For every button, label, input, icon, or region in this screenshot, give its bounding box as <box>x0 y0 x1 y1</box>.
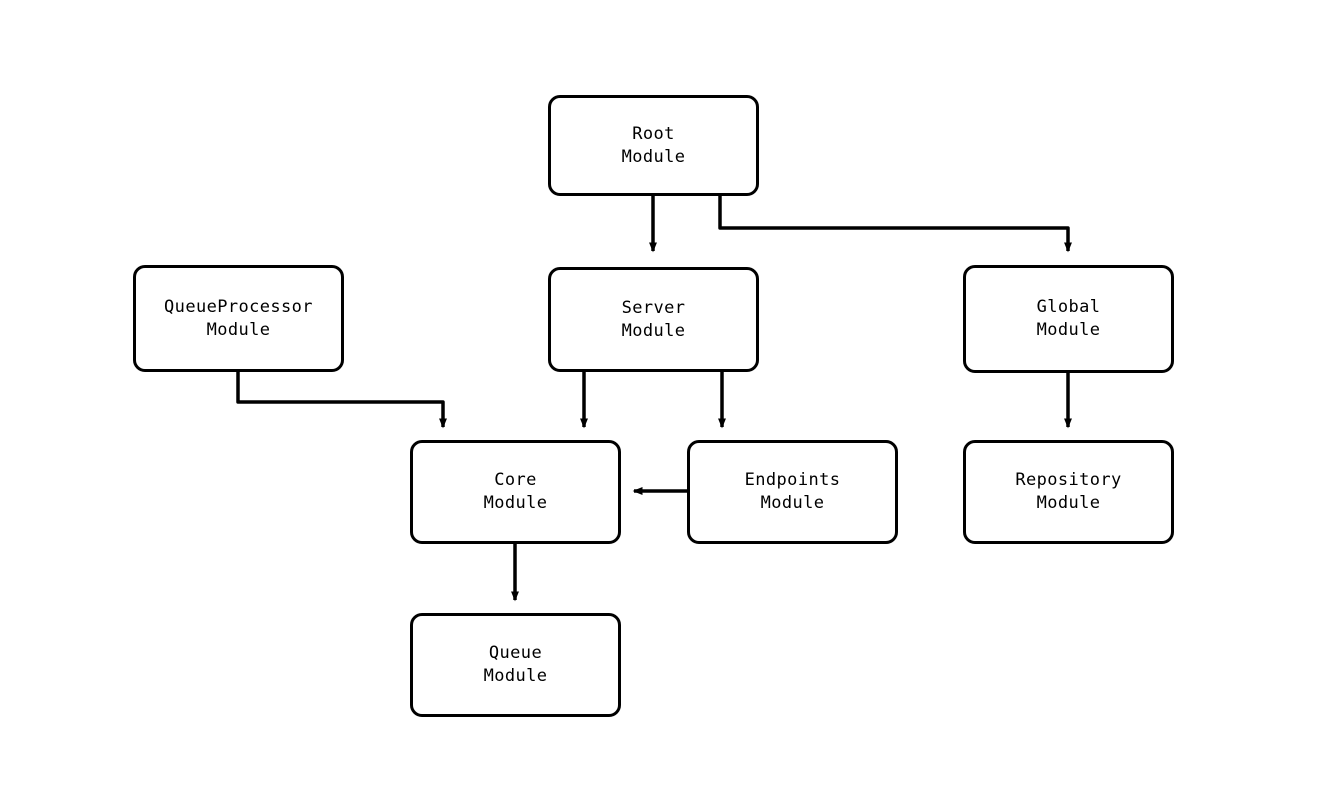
node-global-module-label-line1: Global <box>1036 297 1101 318</box>
node-queueprocessor-module[interactable]: QueueProcessor Module <box>133 265 344 372</box>
node-queueprocessor-module-label-line2: Module <box>206 319 271 340</box>
node-queue-module-label-line1: Queue <box>488 643 543 664</box>
node-server-module-label-line2: Module <box>621 320 686 341</box>
node-repository-module[interactable]: Repository Module <box>963 440 1174 544</box>
node-queueprocessor-module-label-line1: QueueProcessor <box>164 296 313 317</box>
node-core-module[interactable]: Core Module <box>410 440 621 544</box>
node-root-module-label-line2: Module <box>621 146 686 167</box>
node-core-module-label-line1: Core <box>494 470 537 491</box>
node-server-module[interactable]: Server Module <box>548 267 759 372</box>
node-endpoints-module-label-line2: Module <box>760 493 825 513</box>
node-endpoints-module-label-line1: Endpoints <box>744 470 841 491</box>
node-repository-module-label-line2: Module <box>1036 493 1101 513</box>
node-global-module[interactable]: Global Module <box>963 265 1174 373</box>
edge-root-to-global <box>718 196 1072 253</box>
node-root-module-label-line1: Root <box>632 123 675 144</box>
edge-queueprocessor-to-core <box>236 372 447 429</box>
node-global-module-label-line2: Module <box>1036 320 1101 340</box>
node-core-module-label-line2: Module <box>483 493 548 513</box>
node-root-module[interactable]: Root Module <box>548 95 759 196</box>
node-endpoints-module[interactable]: Endpoints Module <box>687 440 898 544</box>
node-repository-module-label-line1: Repository <box>1015 470 1122 491</box>
node-server-module-label-line1: Server <box>621 297 686 318</box>
node-queue-module-label-line2: Module <box>483 666 548 686</box>
node-queue-module[interactable]: Queue Module <box>410 613 621 717</box>
